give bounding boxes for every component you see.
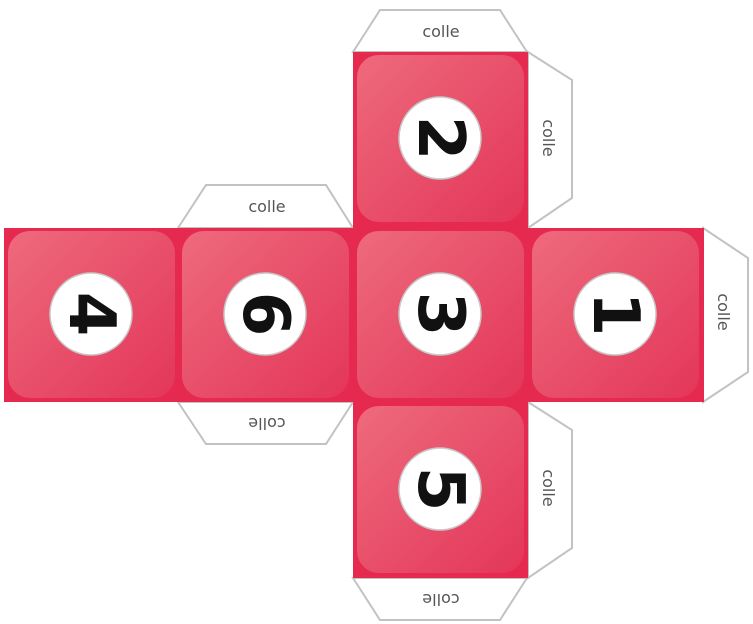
glue-label: colle (714, 293, 733, 330)
die-face-left: 4 (8, 231, 175, 398)
face-number: 3 (403, 292, 477, 337)
face-number: 2 (403, 116, 477, 161)
glue-label: colle (422, 22, 459, 41)
face-number: 6 (228, 292, 302, 337)
die-face-center: 3 (357, 231, 524, 398)
glue-label: colle (248, 414, 285, 433)
face-number: 1 (578, 292, 652, 337)
glue-tab-center-left-top: colle (176, 184, 355, 229)
glue-tab-right-right: colle (702, 226, 749, 404)
glue-tab-top-right: colle (527, 50, 573, 230)
glue-label: colle (422, 590, 459, 609)
glue-tab-center-left-bottom: colle (176, 401, 355, 445)
glue-tab-bottom-right: colle (527, 400, 573, 580)
glue-tab-top-top: colle (351, 9, 529, 53)
die-face-top: 2 (357, 55, 524, 222)
face-number: 4 (54, 292, 128, 337)
glue-tab-bottom-bottom: colle (351, 577, 529, 621)
die-face-center-left: 6 (182, 231, 349, 398)
glue-label: colle (539, 469, 558, 506)
die-face-bottom: 5 (357, 406, 524, 573)
face-number: 5 (403, 467, 477, 512)
glue-label: colle (248, 197, 285, 216)
glue-label: colle (539, 119, 558, 156)
die-face-right: 1 (532, 231, 699, 398)
